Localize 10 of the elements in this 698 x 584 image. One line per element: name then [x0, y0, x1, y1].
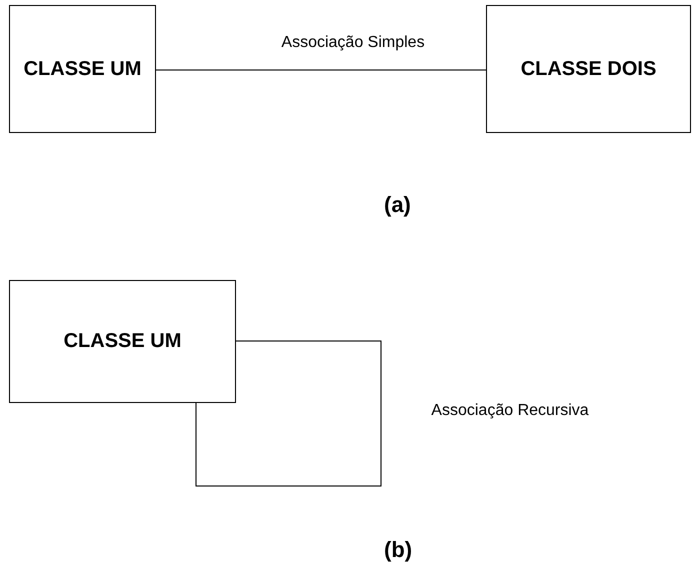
class-box — [9, 280, 236, 403]
class-name: CLASSE DOIS — [520, 58, 656, 80]
connector-line — [196, 340, 382, 486]
class-box — [9, 5, 156, 133]
figure-caption: (b) — [384, 537, 412, 563]
class-box — [486, 5, 691, 133]
class-name: CLASSE UM — [24, 58, 142, 80]
edge-label: Associação Recursiva — [430, 402, 590, 420]
class-name: CLASSE UM — [64, 330, 182, 353]
figure-caption: (a) — [384, 192, 411, 218]
